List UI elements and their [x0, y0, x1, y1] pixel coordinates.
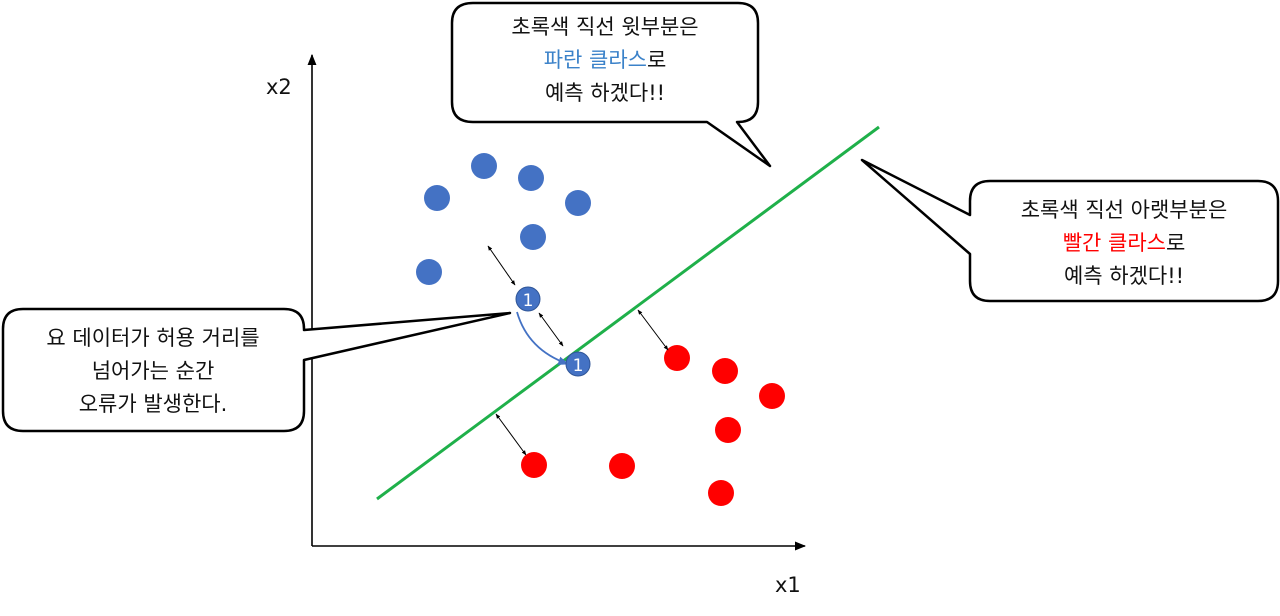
- red-point: [715, 417, 741, 443]
- callout-left-bubble: [1, 307, 512, 433]
- red-point: [708, 480, 734, 506]
- blue-point: [424, 185, 450, 211]
- green-decision-line: [376, 125, 880, 501]
- blue-point: [520, 224, 546, 250]
- callout-top-line-1-run-1: 로: [647, 48, 666, 72]
- red-point: [521, 452, 547, 478]
- red-point: [609, 453, 635, 479]
- callout-left-line-0-run-0: 요 데이터가 허용 거리를: [46, 326, 259, 350]
- callout-right-line-1-run-0: 빨간 클라스: [1063, 231, 1166, 255]
- y-axis-label: x2: [266, 75, 292, 99]
- red-point: [664, 345, 690, 371]
- callout-top-bubble: [450, 1, 772, 168]
- axes: x2 x1: [266, 53, 807, 597]
- moved-point-before-label: 1: [523, 291, 534, 311]
- blue-point: [471, 153, 497, 179]
- callout-top-line-0-run-0: 초록색 직선 윗부분은: [511, 15, 698, 39]
- moved-point-after-label: 1: [573, 356, 584, 376]
- moved-point-after: [565, 351, 591, 377]
- moved-point-group: 1 1: [515, 286, 591, 377]
- red-class-points: [521, 345, 785, 506]
- callout-top-line-2-run-0: 예측 하겠다!!: [545, 81, 665, 105]
- margin-arrows: [487, 245, 669, 456]
- margin-arrow: [637, 309, 669, 351]
- blue-point: [518, 165, 544, 191]
- x-axis-label: x1: [775, 573, 801, 597]
- callout-left-line-1-run-0: 넘어가는 순간: [92, 359, 215, 383]
- margin-arrow: [538, 312, 564, 347]
- margin-arrow: [487, 245, 516, 286]
- callout-right-line-2-run-0: 예측 하겠다!!: [1064, 264, 1184, 288]
- red-point: [759, 383, 785, 409]
- callout-right-line-0-run-0: 초록색 직선 아랫부분은: [1021, 198, 1228, 222]
- callout-left-line-2-run-0: 오류가 발생한다.: [79, 392, 228, 416]
- callout-top-line-1-run-0: 파란 클라스: [544, 48, 647, 72]
- moved-point-before: [515, 286, 541, 312]
- blue-point: [565, 190, 591, 216]
- red-point: [712, 358, 738, 384]
- blue-class-points: [416, 153, 591, 285]
- blue-point: [416, 259, 442, 285]
- callout-right-line-1-run-1: 로: [1166, 231, 1185, 255]
- margin-arrow: [495, 413, 527, 456]
- move-arrow: [516, 311, 570, 365]
- callout-right-bubble: [860, 158, 1280, 303]
